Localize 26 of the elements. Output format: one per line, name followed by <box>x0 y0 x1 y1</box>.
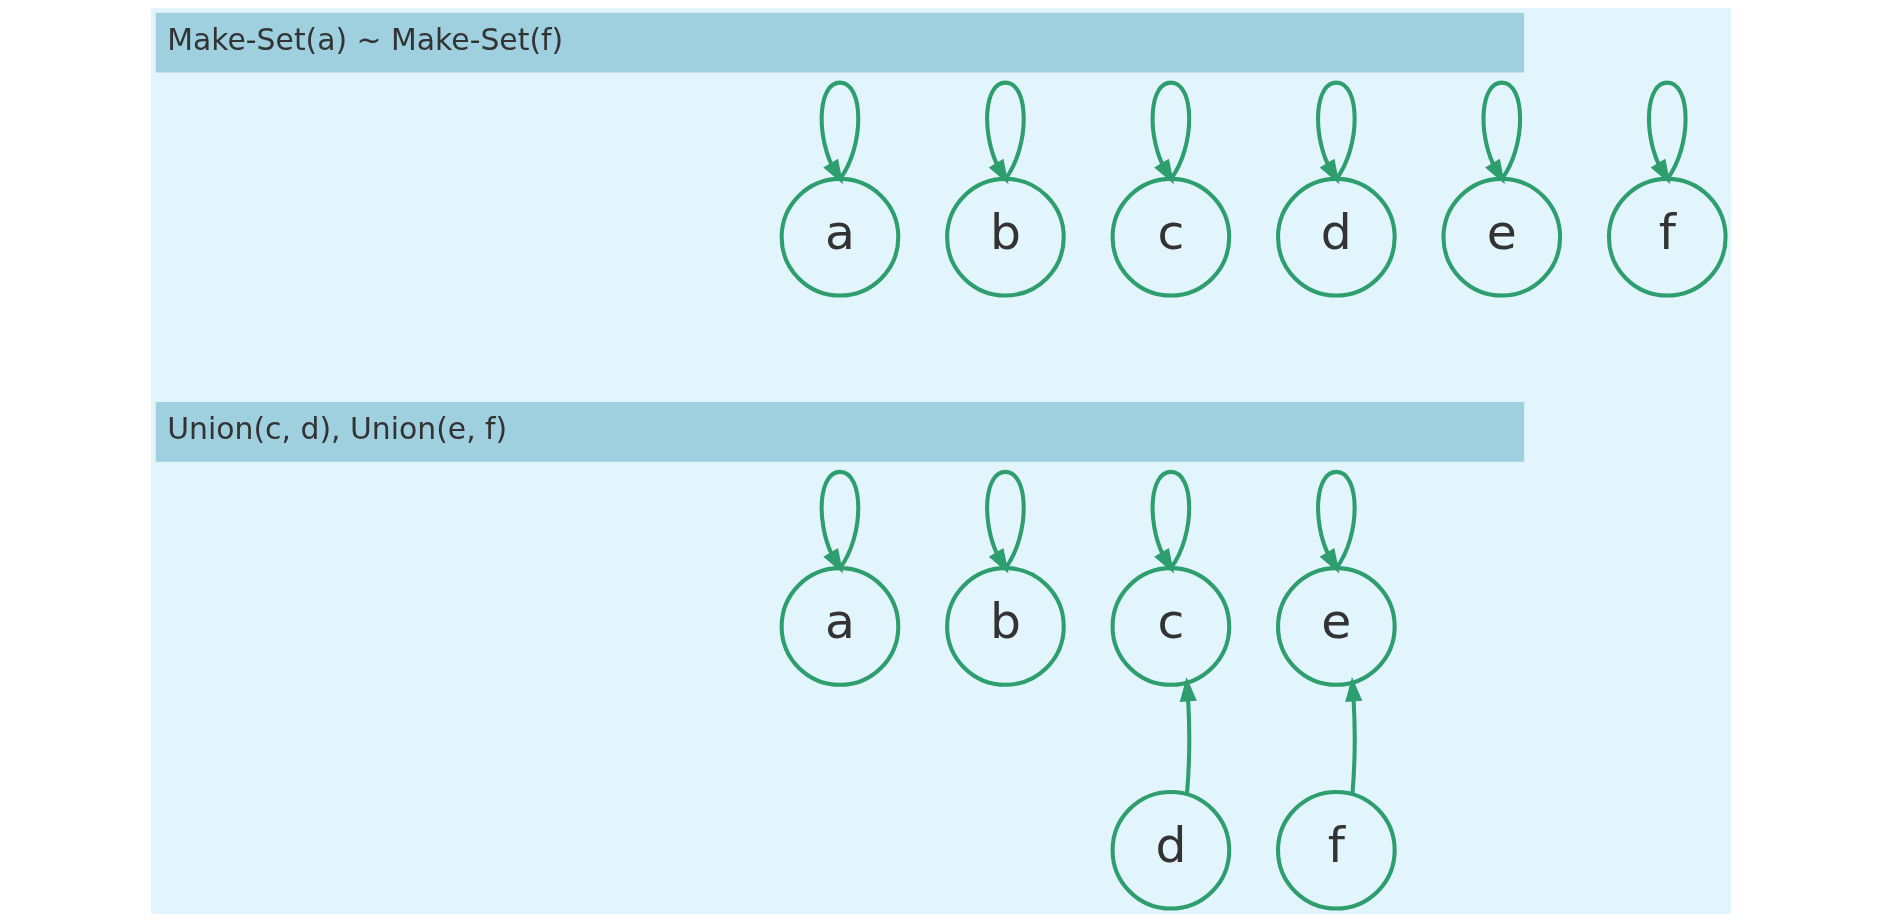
arrow <box>819 469 861 574</box>
node-circle: e <box>1276 566 1397 687</box>
node-box: Make-Set(a) ~ Make-Set(f) <box>155 12 1525 73</box>
node-circle: f <box>1276 789 1397 911</box>
node-circle: c <box>1110 176 1232 298</box>
node-box: Union(c, d), Union(e, f) <box>155 402 1525 462</box>
arrow <box>985 80 1026 185</box>
arrow <box>819 80 861 185</box>
node-circle: a <box>779 566 901 687</box>
node-circle: d <box>1276 176 1397 298</box>
node-circle: f <box>1606 176 1728 298</box>
node-circle: b <box>945 176 1066 298</box>
arrow <box>1345 676 1363 795</box>
node-circle: a <box>779 176 901 298</box>
node-circle: b <box>945 566 1066 687</box>
node-circle: e <box>1441 176 1563 298</box>
arrow <box>1150 469 1192 574</box>
node-circle: d <box>1110 789 1232 911</box>
node-circle: c <box>1110 566 1232 687</box>
arrow <box>1481 80 1523 185</box>
arrow <box>1179 676 1197 795</box>
arrow <box>1316 469 1357 574</box>
arrow <box>1150 80 1192 185</box>
arrow <box>985 469 1026 574</box>
arrow <box>1646 80 1688 185</box>
arrow <box>1316 80 1357 185</box>
